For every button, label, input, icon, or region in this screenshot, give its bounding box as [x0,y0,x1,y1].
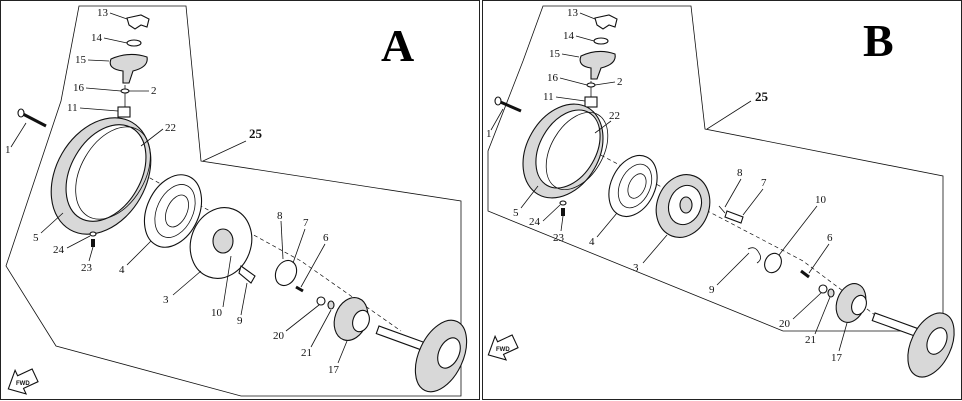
part-6-bolt [295,285,304,293]
label-8: 8 [737,167,743,179]
group-25-outline [5,5,462,397]
part-1-bolt-head [494,96,502,106]
part-7-plate [274,259,298,287]
label-15: 15 [549,48,561,60]
panel-b: FWD B 25 13 14 15 16 2 11 22 1 5 24 23 4… [482,0,962,400]
part-24-washer [559,200,567,206]
part-1-bolt-head [17,108,25,118]
label-17: 17 [831,352,843,364]
label-24: 24 [53,244,65,256]
label-9: 9 [709,284,715,296]
part-3-pulley [655,174,711,238]
label-7: 7 [761,177,767,189]
part-20-washer [818,284,828,294]
group-25-outline [487,5,944,332]
label-10: 10 [815,194,827,206]
part-2-knot [586,82,596,88]
part-23-screw [561,208,565,216]
part-5-housing-inner [65,124,147,222]
diagram-a: FWD A 25 13 14 15 16 2 11 22 1 5 24 23 4… [5,5,468,397]
part-17-cup [835,283,867,323]
part-9-pawl [238,265,256,284]
part-11-guide [584,96,598,108]
label-21: 21 [301,347,312,359]
fwd-arrow-icon: FWD [487,334,519,361]
part-22-gasket [545,111,609,191]
label-15: 15 [75,54,87,66]
label-4: 4 [589,236,595,248]
label-5: 5 [513,207,519,219]
part-1-bolt [20,111,47,128]
label-17: 17 [328,364,340,376]
label-6: 6 [827,232,833,244]
group-label-25: 25 [249,126,263,141]
part-7-pawl [724,210,744,224]
part-21-nut [327,300,335,310]
label-16: 16 [73,82,85,94]
part-17-cup [333,297,370,341]
label-14: 14 [91,32,103,44]
label-16: 16 [547,72,559,84]
part-8-spring [718,205,726,214]
part-2-knot [120,88,130,94]
label-9: 9 [237,315,243,327]
part-9-spring [747,247,761,264]
label-14: 14 [563,30,575,42]
label-7: 7 [303,217,309,229]
label-22: 22 [609,110,620,122]
part-21-nut [827,288,835,298]
part-11-guide [117,106,131,118]
label-11: 11 [67,102,78,114]
part-13-clip [126,14,150,30]
label-24: 24 [529,216,541,228]
label-10: 10 [211,307,223,319]
fwd-label: FWD [16,381,30,387]
part-6-bolt [800,269,810,279]
label-2: 2 [151,85,157,97]
label-4: 4 [119,264,125,276]
fwd-label: FWD [496,347,510,353]
label-21: 21 [805,334,816,346]
label-5: 5 [33,232,39,244]
label-3: 3 [633,262,639,274]
part-14-washer [593,37,609,45]
label-13: 13 [567,7,579,19]
panel-a: FWD A 25 13 14 15 16 2 11 22 1 5 24 23 4… [0,0,480,400]
leader-25 [706,100,752,130]
part-15-handle [109,53,148,84]
label-6: 6 [323,232,329,244]
part-1-bolt [497,99,522,113]
part-10-plate [764,252,782,274]
label-3: 3 [163,294,169,306]
panel-letter: B [863,15,894,66]
label-13: 13 [97,7,109,19]
part-4-spring [608,154,658,218]
label-23: 23 [81,262,93,274]
part-23-screw [91,239,95,247]
flywheel-shaft [871,312,955,378]
label-20: 20 [779,318,791,330]
part-3-pulley [189,207,253,279]
leader-25 [202,140,247,162]
label-20: 20 [273,330,285,342]
label-23: 23 [553,232,565,244]
part-13-clip [594,14,618,30]
part-15-handle [579,50,616,80]
label-1: 1 [5,144,11,156]
label-8: 8 [277,210,283,222]
diagram-b: FWD B 25 13 14 15 16 2 11 22 1 5 24 23 4… [486,5,955,378]
part-20-washer [316,296,326,306]
part-22-gasket [75,126,151,220]
label-1: 1 [486,128,492,140]
part-14-washer [126,39,142,47]
label-22: 22 [165,122,176,134]
group-label-25: 25 [755,89,769,104]
panel-letter: A [381,20,414,71]
part-4-spring [143,174,203,248]
label-2: 2 [617,76,623,88]
fwd-arrow-icon: FWD [7,368,39,395]
part-24-washer [89,231,97,237]
label-11: 11 [543,91,554,103]
flywheel-shaft [375,319,468,393]
